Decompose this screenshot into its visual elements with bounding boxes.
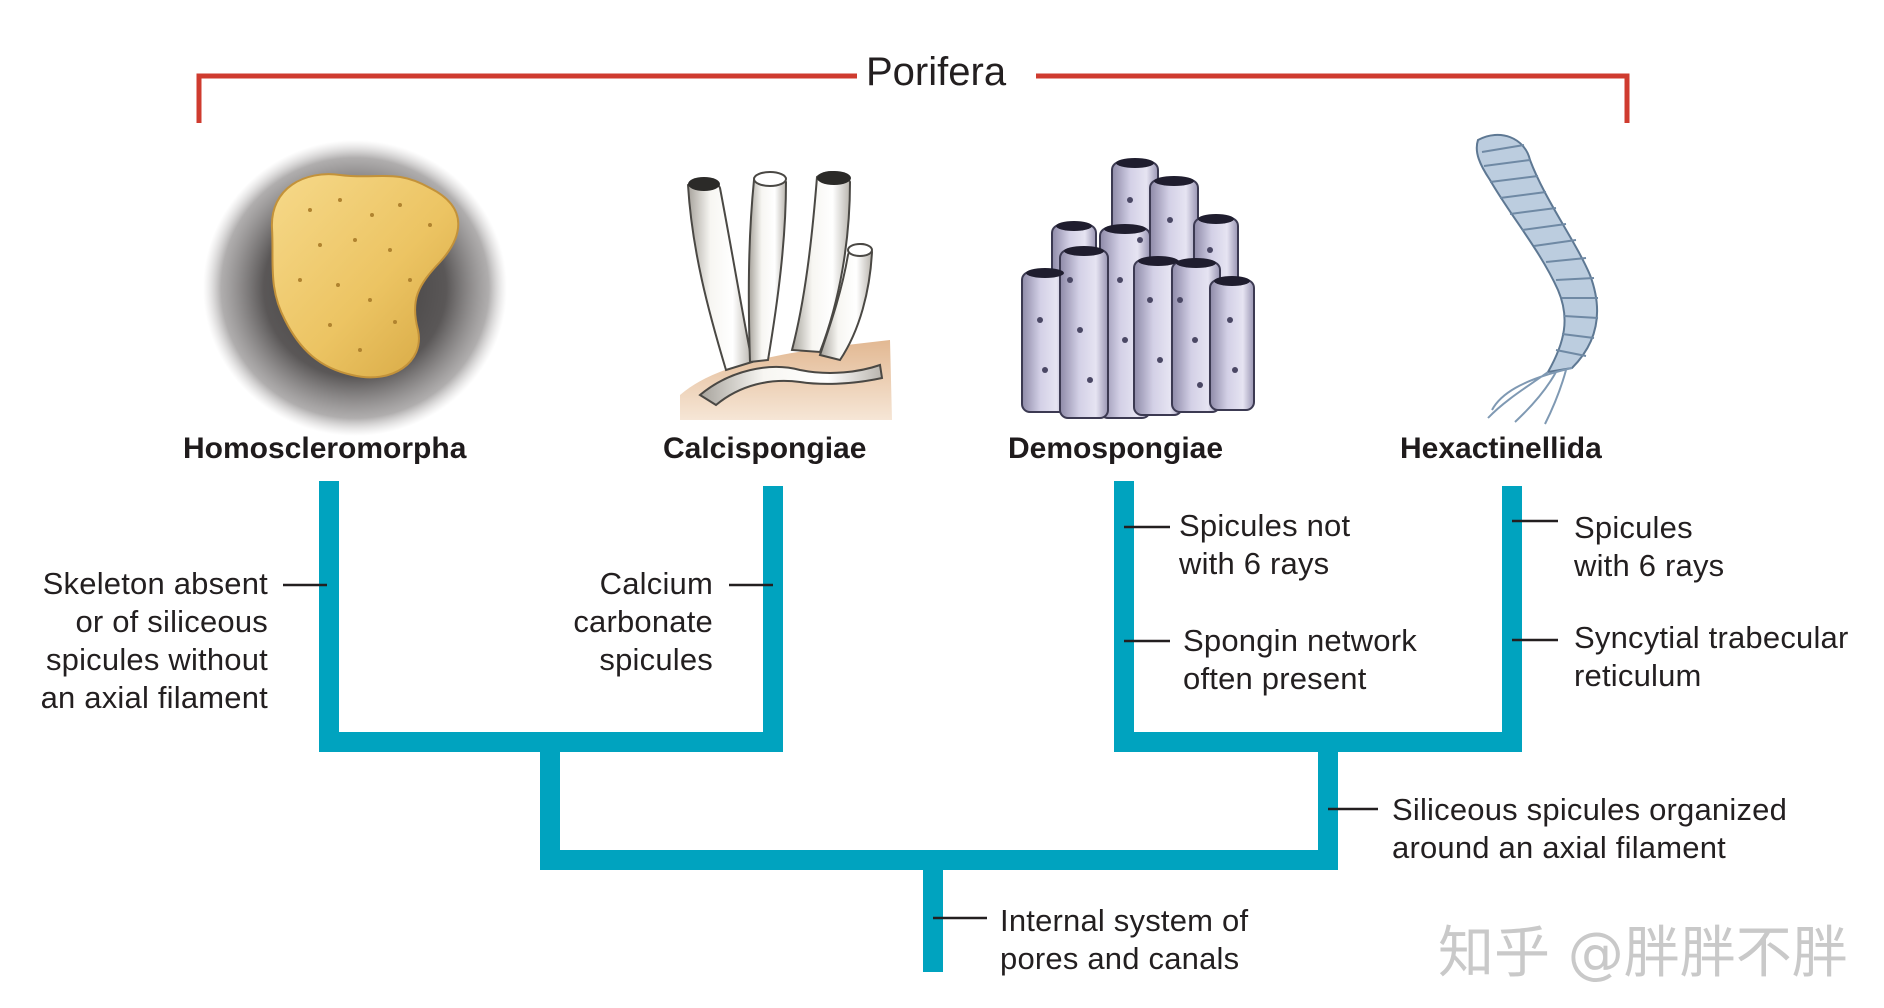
character-homo-line2: or of siliceous [75, 604, 268, 639]
porifera-title: Porifera [866, 50, 1007, 94]
hexactinellida-illustration [1475, 133, 1599, 425]
branch-hexactinellida [1502, 486, 1522, 752]
taxon-hexactinellida: Hexactinellida [1400, 432, 1602, 465]
character-root-line2: pores and canals [1000, 941, 1240, 976]
character-demo-a-line1: Spicules not [1179, 508, 1351, 543]
watermark: 知乎 @胖胖不胖 [1438, 921, 1848, 986]
character-ticks [283, 519, 1558, 920]
character-demo-b-line1: Spongin network [1183, 623, 1417, 658]
branch-stem-left [540, 752, 560, 866]
character-hexa-a-line2: with 6 rays [1574, 548, 1725, 583]
branch-homoscleromorpha [319, 481, 339, 752]
character-calci-line2: carbonate [573, 604, 713, 639]
character-hexa-b-line2: reticulum [1574, 658, 1702, 693]
branch-root [923, 870, 943, 972]
character-calci-line1: Calcium [599, 566, 713, 601]
character-demo-a-line2: with 6 rays [1179, 546, 1330, 581]
character-demo-b-line2: often present [1183, 661, 1367, 696]
cladogram-branches [319, 481, 1522, 972]
character-homo-line3: spicules without [45, 642, 268, 677]
branch-join-demo-hexa [1114, 732, 1522, 752]
porifera-bracket [196, 73, 1630, 123]
character-siliceous-line2: around an axial filament [1392, 830, 1726, 865]
branch-join-homo-calci [319, 732, 783, 752]
branch-calcispongiae [763, 486, 783, 752]
character-homo-line1: Skeleton absent [42, 566, 268, 601]
character-hexa-a-line1: Spicules [1574, 510, 1693, 545]
character-hexa-b-line1: Syncytial trabecular [1574, 620, 1849, 655]
character-calci-line3: spicules [599, 642, 713, 677]
calcispongiae-illustration [680, 170, 892, 420]
taxon-calcispongiae: Calcispongiae [663, 432, 867, 465]
branch-demospongiae [1114, 481, 1134, 752]
homoscleromorpha-illustration [203, 140, 507, 436]
demospongiae-illustration [1021, 158, 1255, 419]
character-siliceous-line1: Siliceous spicules organized [1392, 792, 1788, 827]
taxon-homoscleromorpha: Homoscleromorpha [183, 432, 467, 465]
branch-join-main [540, 850, 1338, 870]
taxon-demospongiae: Demospongiae [1008, 432, 1224, 465]
character-homo-line4: an axial filament [40, 680, 268, 715]
character-root-line1: Internal system of [1000, 903, 1249, 938]
